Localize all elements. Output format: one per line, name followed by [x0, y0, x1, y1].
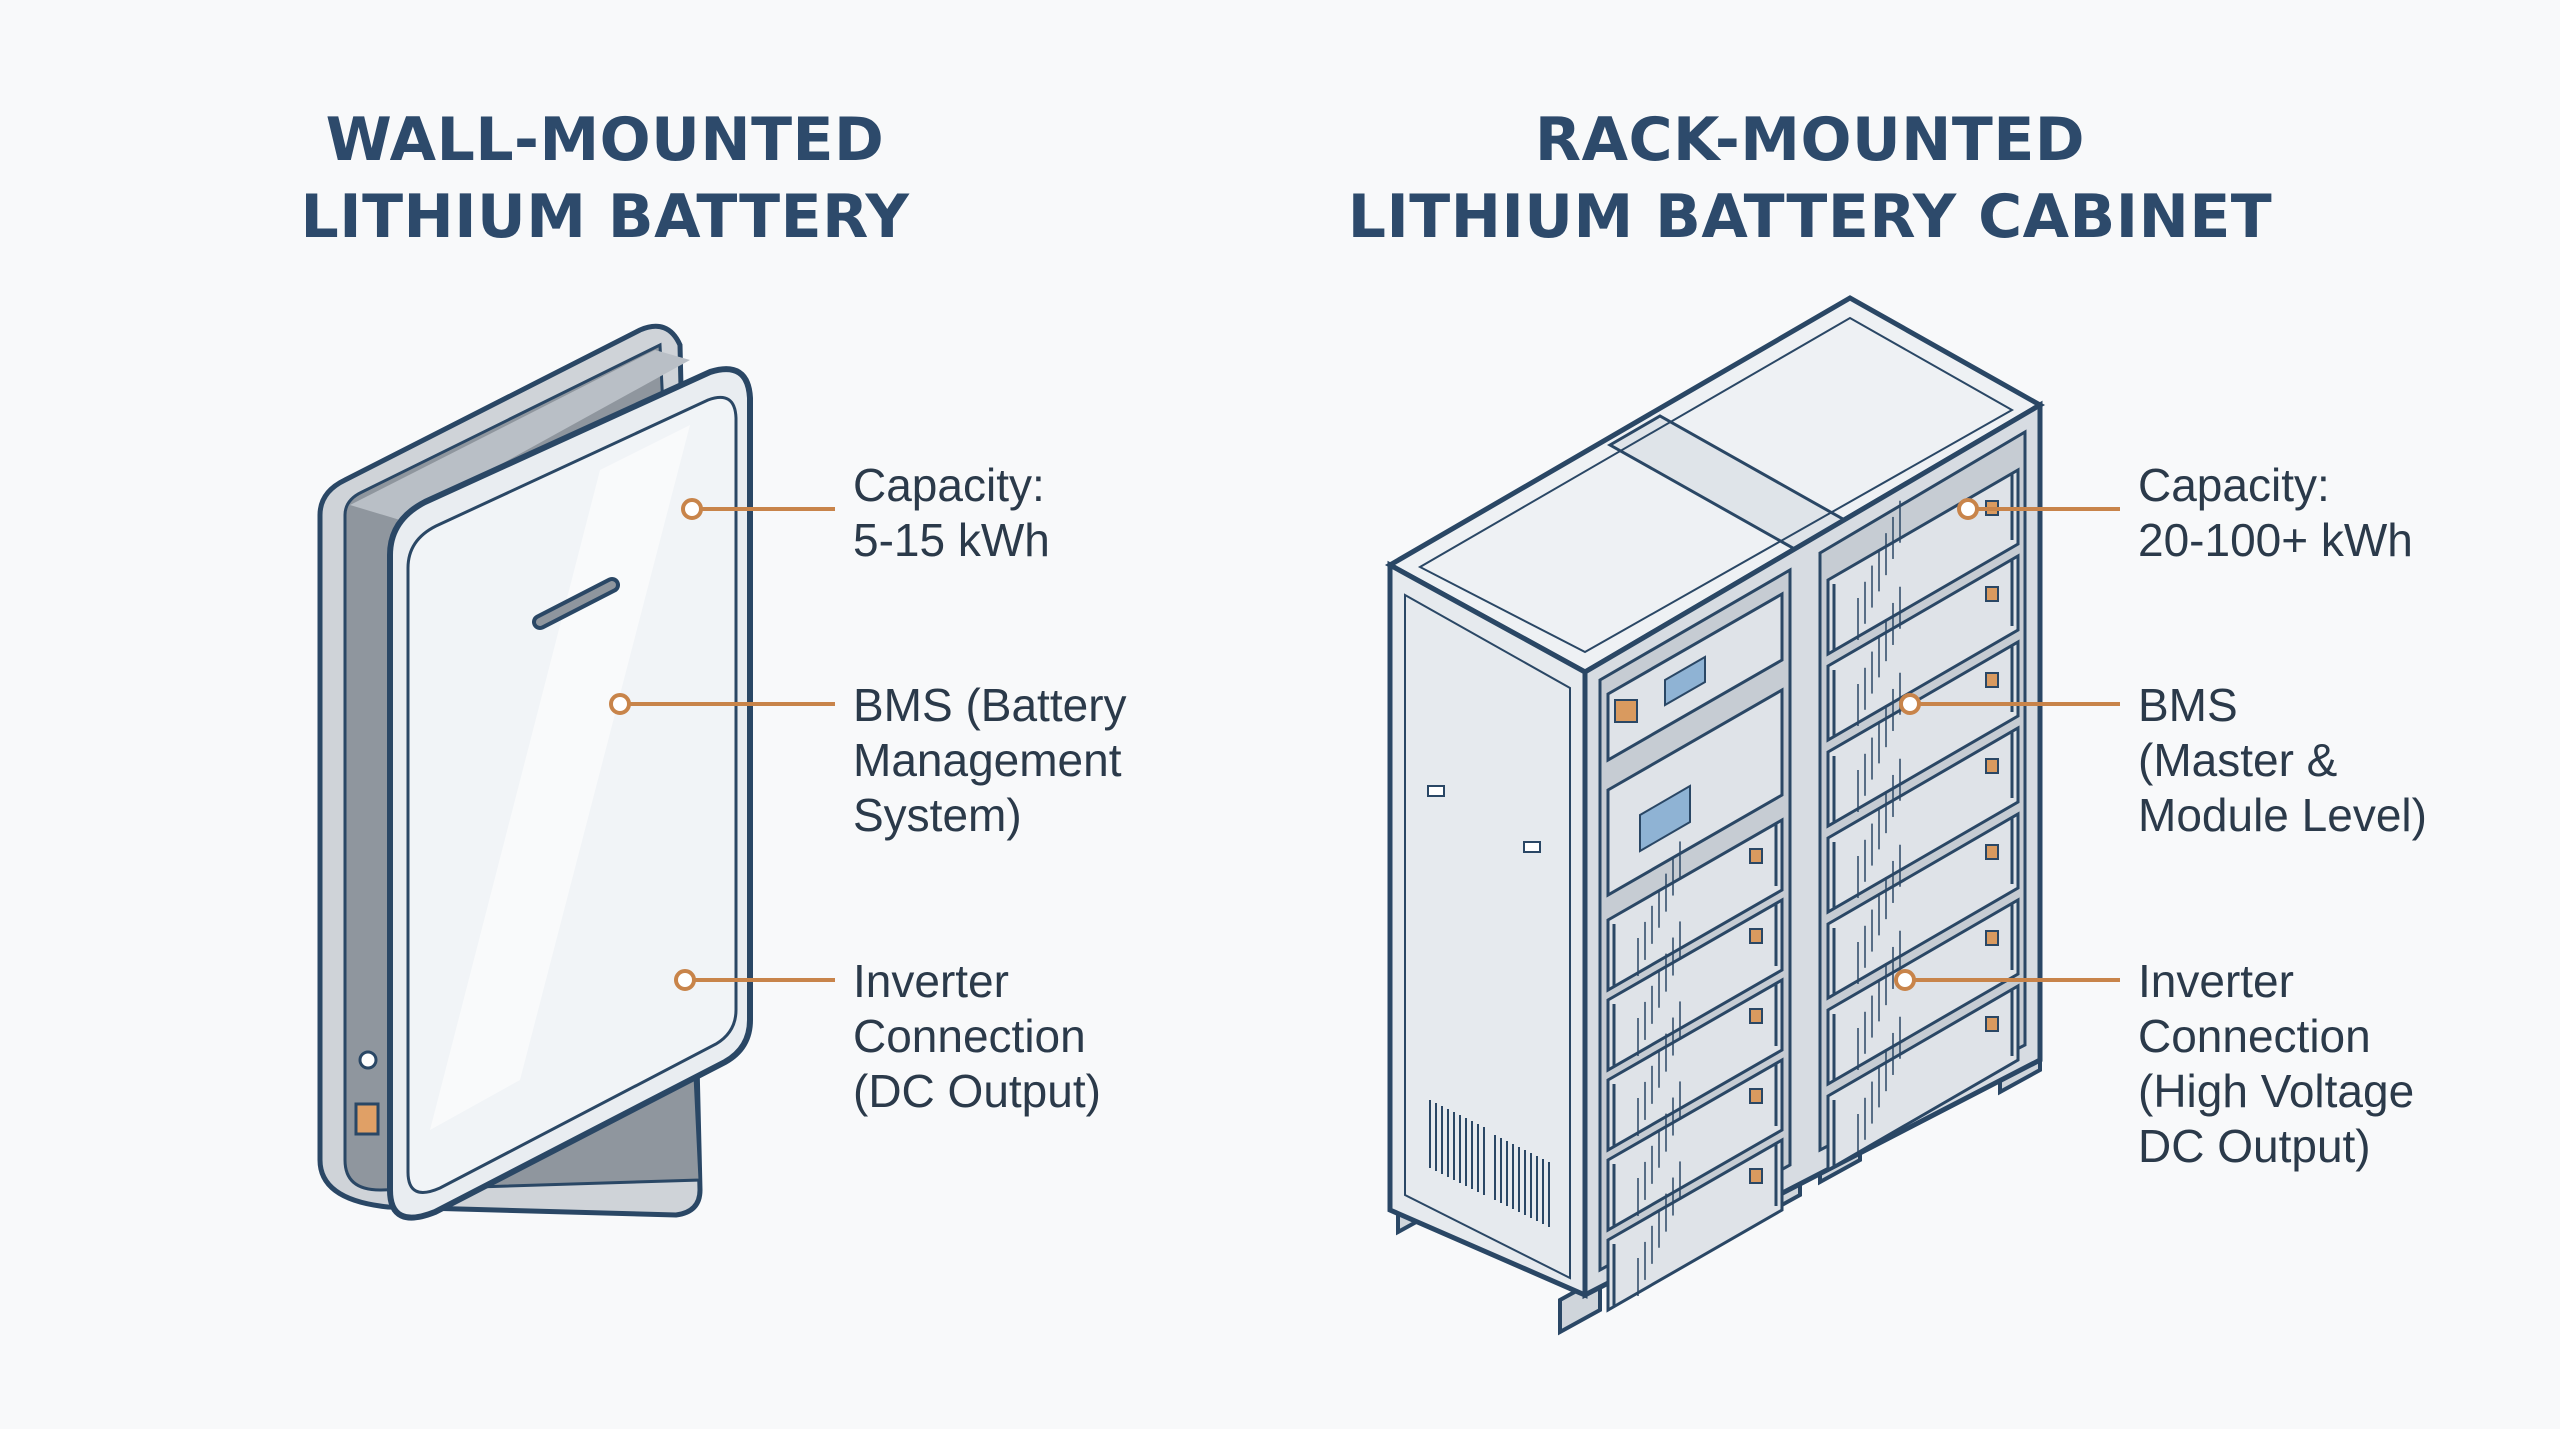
battery-module	[1606, 1057, 1784, 1233]
leader-dot	[681, 498, 703, 520]
battery-module	[1606, 897, 1784, 1073]
module-indicator	[1985, 930, 1999, 946]
wall-inverter-label: Inverter Connection (DC Output)	[853, 955, 1101, 1117]
wall-battery-top-edge	[350, 350, 690, 520]
wall-battery-title: WALL-MOUNTED LITHIUM BATTERY	[240, 102, 970, 256]
rack-cabinet-title: RACK-MOUNTED LITHIUM BATTERY CABINET	[1310, 102, 2310, 256]
leader-dot	[674, 969, 696, 991]
battery-module	[1826, 725, 2020, 915]
cabinet-left-side	[1387, 560, 1588, 1299]
wall-battery-reflection	[430, 425, 690, 1130]
module-indicator	[1749, 1168, 1763, 1184]
callout-leader-lines	[609, 498, 2120, 991]
rack-title-line-2: LITHIUM BATTERY CABINET	[1347, 182, 2273, 252]
controller-display	[1639, 784, 1691, 853]
wall-battery-illustration	[317, 323, 753, 1221]
wall-battery-port-icon	[358, 1050, 378, 1070]
battery-module	[1826, 553, 2020, 743]
battery-module	[1826, 983, 2020, 1173]
latch-icon	[1523, 841, 1541, 853]
module-indicator	[1985, 758, 1999, 774]
battery-module	[1606, 817, 1784, 993]
battery-module	[1826, 639, 2020, 829]
module-indicator	[1749, 1008, 1763, 1024]
module-indicator	[1985, 1016, 1999, 1032]
module-indicator	[1985, 586, 1999, 602]
rack-cabinet-illustration	[1384, 295, 2046, 1336]
leader-dot	[1957, 498, 1979, 520]
battery-module	[1826, 811, 2020, 1001]
battery-module	[1826, 897, 2020, 1087]
wall-bms-label: BMS (Battery Management System)	[853, 679, 1127, 841]
rack-capacity-label: Capacity: 20-100+ kWh	[2138, 459, 2413, 566]
module-indicator	[1749, 848, 1763, 864]
wall-capacity-label: Capacity: 5-15 kWh	[853, 459, 1050, 566]
rack-bms-label: BMS (Master & Module Level)	[2138, 679, 2427, 841]
latch-icon	[1427, 785, 1445, 797]
module-indicator	[1749, 1088, 1763, 1104]
battery-module	[1606, 977, 1784, 1153]
wall-battery-switch-icon	[354, 1102, 380, 1136]
module-indicator	[1985, 672, 1999, 688]
cabinet-top-inner	[1417, 316, 2015, 654]
controller-display	[1664, 655, 1706, 707]
rack-inverter-label: Inverter Connection (High Voltage DC Out…	[2138, 955, 2415, 1172]
leader-dot	[609, 693, 631, 715]
wall-title-line-2: LITHIUM BATTERY	[300, 182, 910, 252]
leader-dot	[1899, 693, 1921, 715]
module-indicator	[1749, 928, 1763, 944]
cabinet-left-panel	[1404, 593, 1571, 1280]
wall-title-line-1: WALL-MOUNTED	[325, 105, 885, 175]
battery-module	[1606, 1137, 1784, 1313]
controller-switch-icon	[1614, 699, 1638, 723]
rack-title-line-1: RACK-MOUNTED	[1534, 105, 2086, 175]
leader-dot	[1894, 969, 1916, 991]
module-indicator	[1985, 844, 1999, 860]
